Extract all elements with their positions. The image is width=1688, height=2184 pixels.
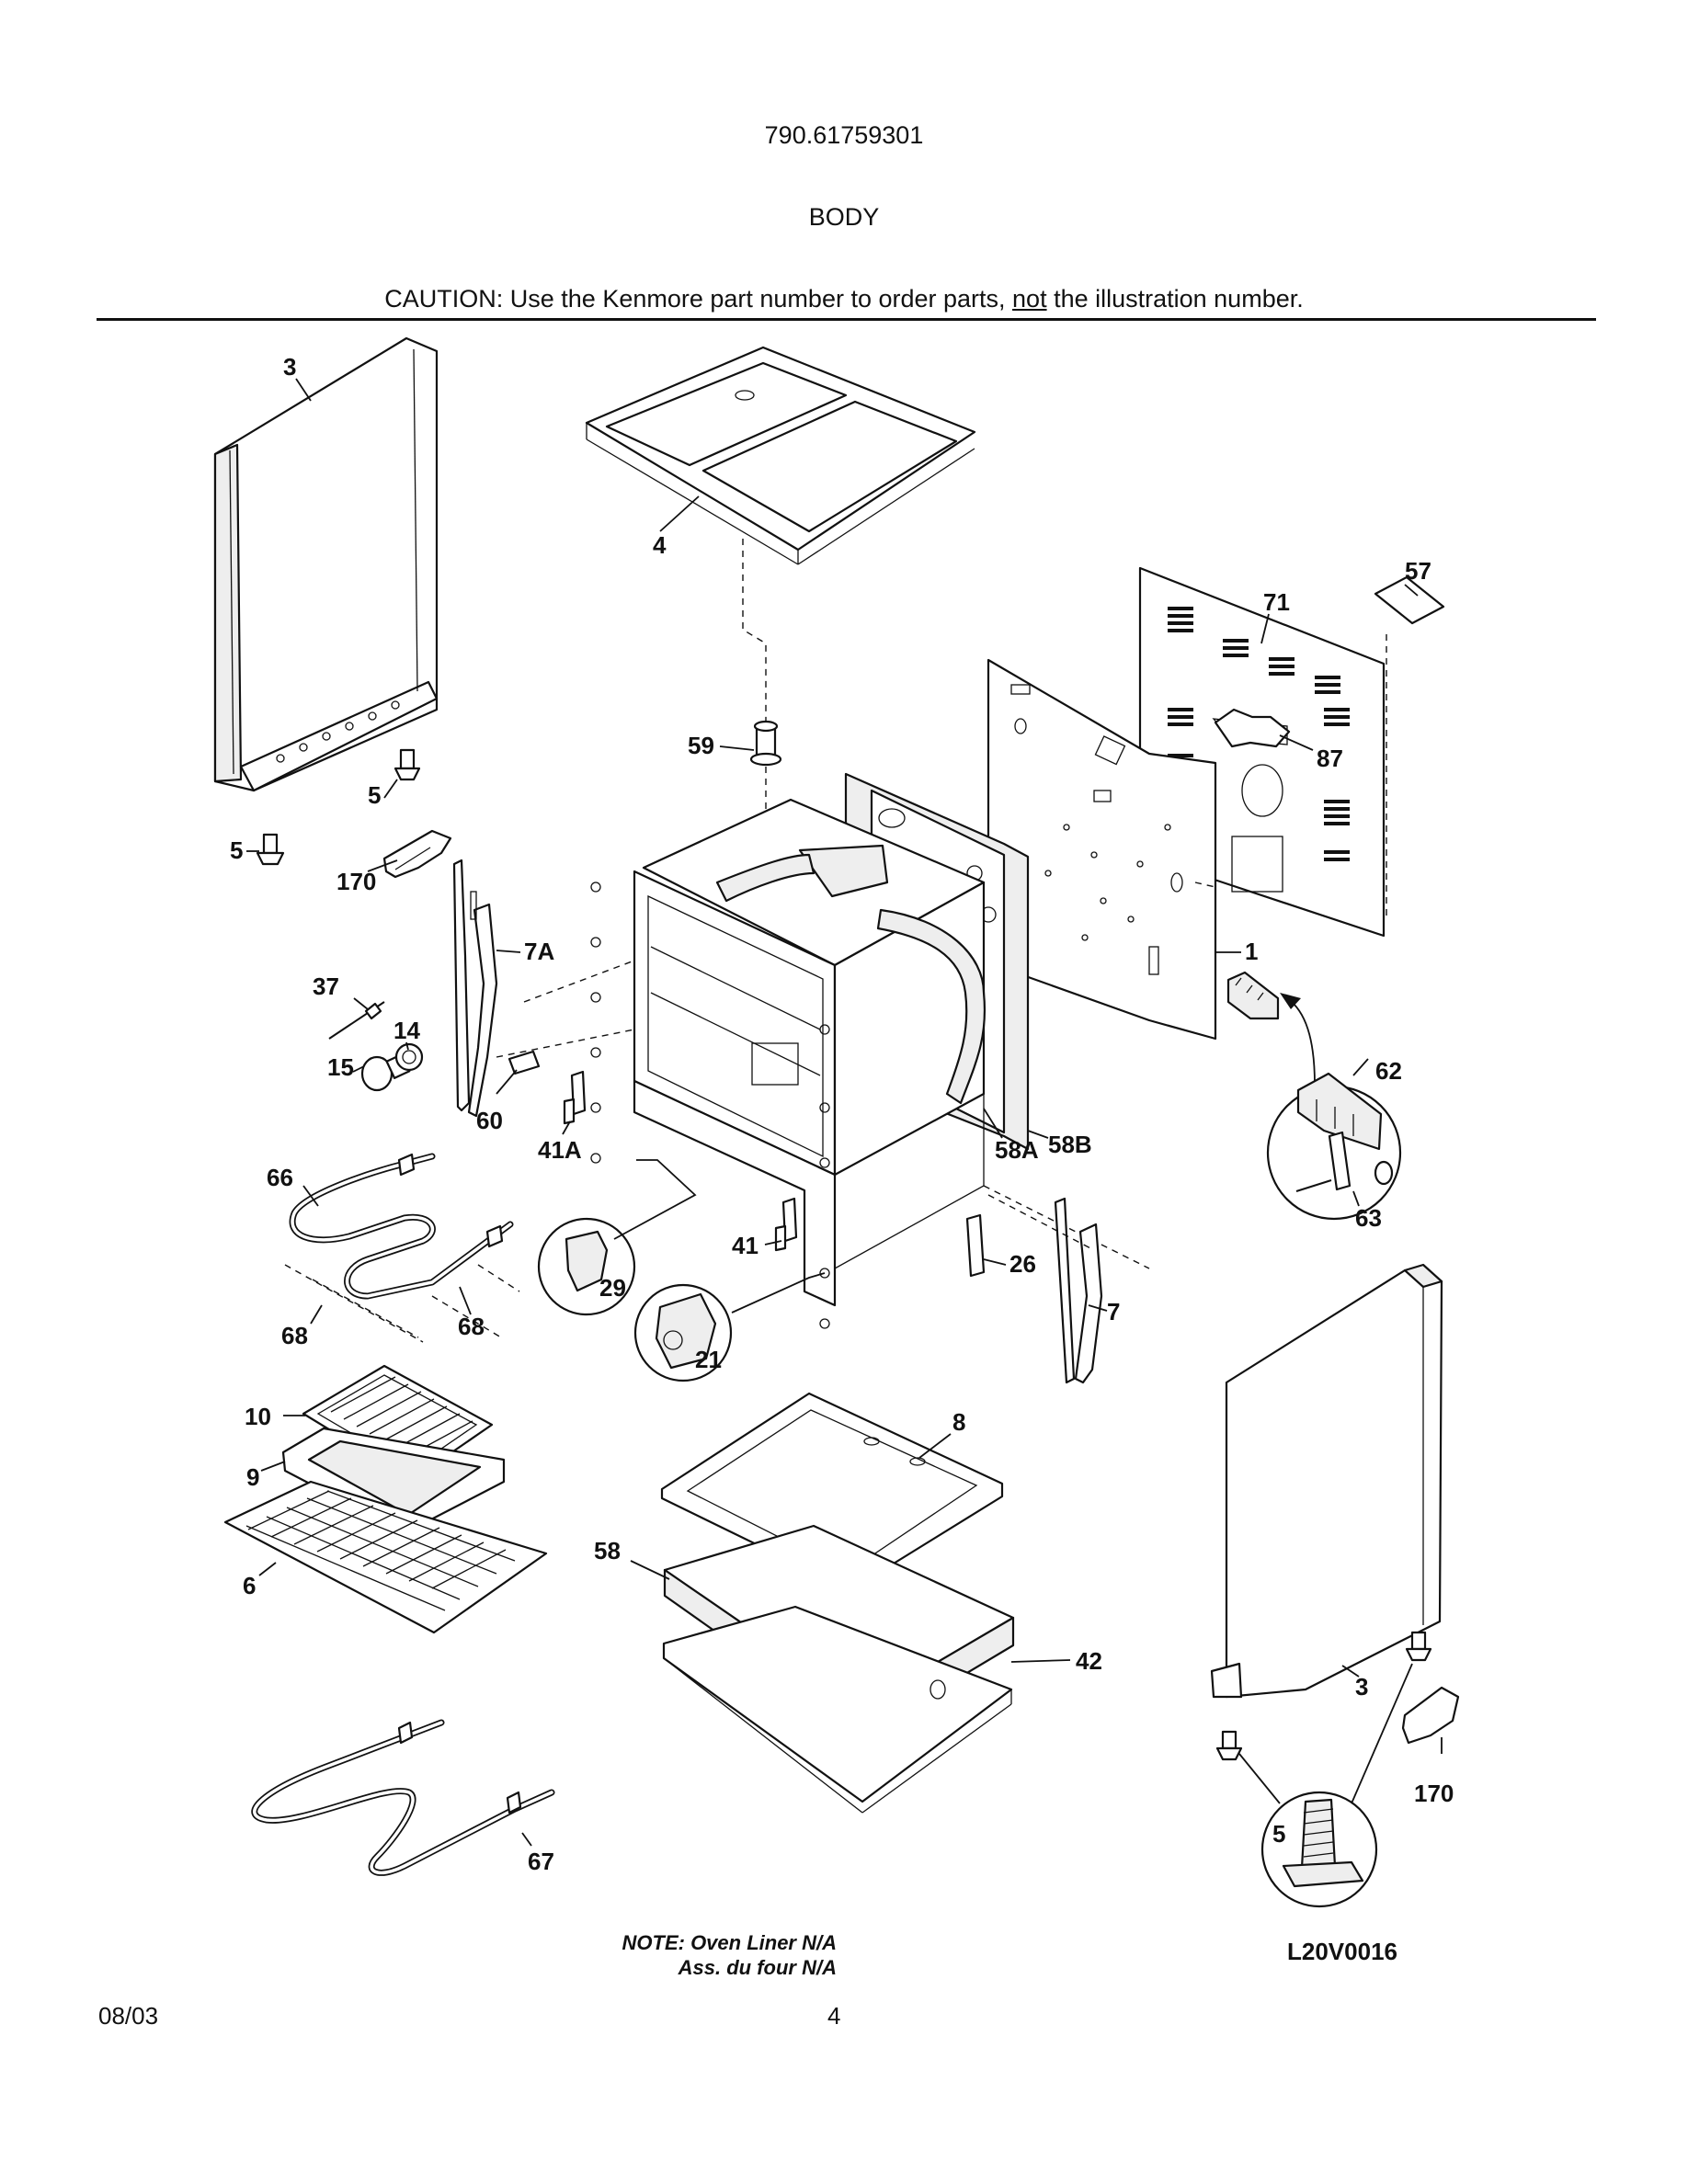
callout-3-right: 3: [1355, 1673, 1368, 1701]
part-41-bracket: [774, 1197, 798, 1252]
part-68-guard-right: [477, 1264, 520, 1292]
part-62-63-zoom: [1266, 1072, 1402, 1221]
callout-15: 15: [327, 1053, 354, 1081]
part-37-sensor: [328, 1001, 385, 1040]
callout-71: 71: [1263, 588, 1290, 616]
callout-58: 58: [594, 1537, 621, 1564]
callout-37: 37: [313, 973, 339, 1000]
part-170-bracket-left: [382, 829, 452, 879]
callout-5-lower: 5: [230, 836, 243, 864]
callout-29: 29: [599, 1274, 626, 1302]
callout-7: 7: [1107, 1298, 1120, 1325]
part-5-screw-lower: [256, 833, 285, 866]
diagram-code: L20V0016: [1287, 1938, 1397, 1965]
callout-21: 21: [695, 1346, 722, 1373]
callout-58a: 58A: [995, 1136, 1039, 1164]
part-5-leveling-leg-zoom: [1260, 1791, 1378, 1908]
callout-63: 63: [1355, 1204, 1382, 1232]
callout-7a: 7A: [524, 938, 554, 965]
caution-suffix: the illustration number.: [1046, 285, 1304, 313]
part-60-clip: [508, 1050, 541, 1075]
part-7-hinge: [1054, 1197, 1103, 1384]
oven-liner-note: NOTE: Oven Liner N/A Ass. du four N/A: [515, 1930, 837, 1980]
callout-59: 59: [688, 732, 714, 759]
revision-date: 08/03: [98, 2002, 159, 2030]
callout-26: 26: [1009, 1250, 1036, 1278]
part-42-bottom-panel: [662, 1605, 1013, 1814]
model-number: 790.61759301: [764, 121, 924, 149]
part-9-broiler-pan: [281, 1427, 506, 1535]
part-29-zoom: [537, 1217, 636, 1316]
callout-87: 87: [1317, 745, 1343, 772]
callout-4: 4: [653, 531, 667, 559]
header-rule: [97, 318, 1596, 321]
callout-66: 66: [267, 1164, 293, 1191]
callout-14: 14: [393, 1017, 420, 1044]
part-87-bracket: [1214, 708, 1291, 748]
callout-170-left: 170: [336, 868, 376, 895]
caution-notice: CAUTION: Use the Kenmore part number to …: [0, 285, 1688, 313]
leader-lines: [246, 378, 1443, 1847]
callout-3-left: 3: [283, 353, 296, 381]
part-66-bake-element: [289, 1153, 514, 1300]
page-number: 4: [827, 2002, 841, 2030]
callout-8: 8: [952, 1408, 965, 1436]
part-62-terminal-block: [1226, 971, 1280, 1020]
part-4-top-panel: [585, 346, 976, 565]
part-3-left-side-panel: [213, 336, 439, 792]
callout-labels: 3 4 57 71 87 59 5 5 170 7A 1 37 14 15 60…: [230, 353, 1454, 1875]
callout-41a: 41A: [538, 1136, 582, 1164]
caution-prefix: CAUTION: Use the Kenmore part number to …: [384, 285, 1013, 313]
callout-10: 10: [245, 1403, 271, 1430]
part-7a-hinge: [452, 859, 498, 1118]
callout-58b: 58B: [1048, 1131, 1092, 1158]
part-68-guard-left: [284, 1264, 424, 1343]
callout-68-left: 68: [281, 1322, 308, 1349]
note-line-2: Ass. du four N/A: [678, 1956, 837, 1979]
callout-9: 9: [246, 1463, 259, 1491]
caution-emphasis: not: [1012, 285, 1047, 313]
callout-68-right: 68: [458, 1313, 485, 1340]
callout-5-zoom: 5: [1272, 1820, 1285, 1848]
part-5-screw-upper: [393, 748, 421, 781]
part-57-cover-plate: [1374, 575, 1445, 625]
callout-41: 41: [732, 1232, 758, 1259]
callout-170-right: 170: [1414, 1780, 1454, 1807]
callout-5-upper: 5: [368, 781, 381, 809]
callout-6: 6: [243, 1572, 256, 1599]
part-170-bracket-right: [1401, 1686, 1460, 1745]
callout-57: 57: [1405, 557, 1431, 585]
part-5-screw-right-a: [1405, 1631, 1432, 1662]
callout-1: 1: [1245, 938, 1258, 965]
part-6-oven-rack: [223, 1480, 548, 1634]
part-3-right-side-panel: [1210, 1263, 1443, 1699]
section-title: BODY: [808, 203, 880, 231]
callout-60: 60: [476, 1107, 503, 1134]
callout-42: 42: [1076, 1647, 1102, 1675]
part-14-lamp-socket: [394, 1042, 424, 1072]
part-59-bushing: [749, 720, 782, 767]
part-8-oven-bottom: [660, 1392, 1004, 1592]
callout-62: 62: [1375, 1057, 1402, 1085]
part-67-broil-element: [251, 1719, 555, 1876]
callout-67: 67: [528, 1848, 554, 1875]
part-21-zoom: [633, 1283, 733, 1382]
part-26-hinge-receiver: [965, 1213, 986, 1278]
part-5-screw-right-b: [1215, 1730, 1243, 1761]
part-41a-bracket: [563, 1070, 587, 1125]
oven-cavity: [590, 798, 987, 1329]
note-line-1: NOTE: Oven Liner N/A: [622, 1931, 837, 1954]
vent-slots: [1168, 607, 1350, 861]
